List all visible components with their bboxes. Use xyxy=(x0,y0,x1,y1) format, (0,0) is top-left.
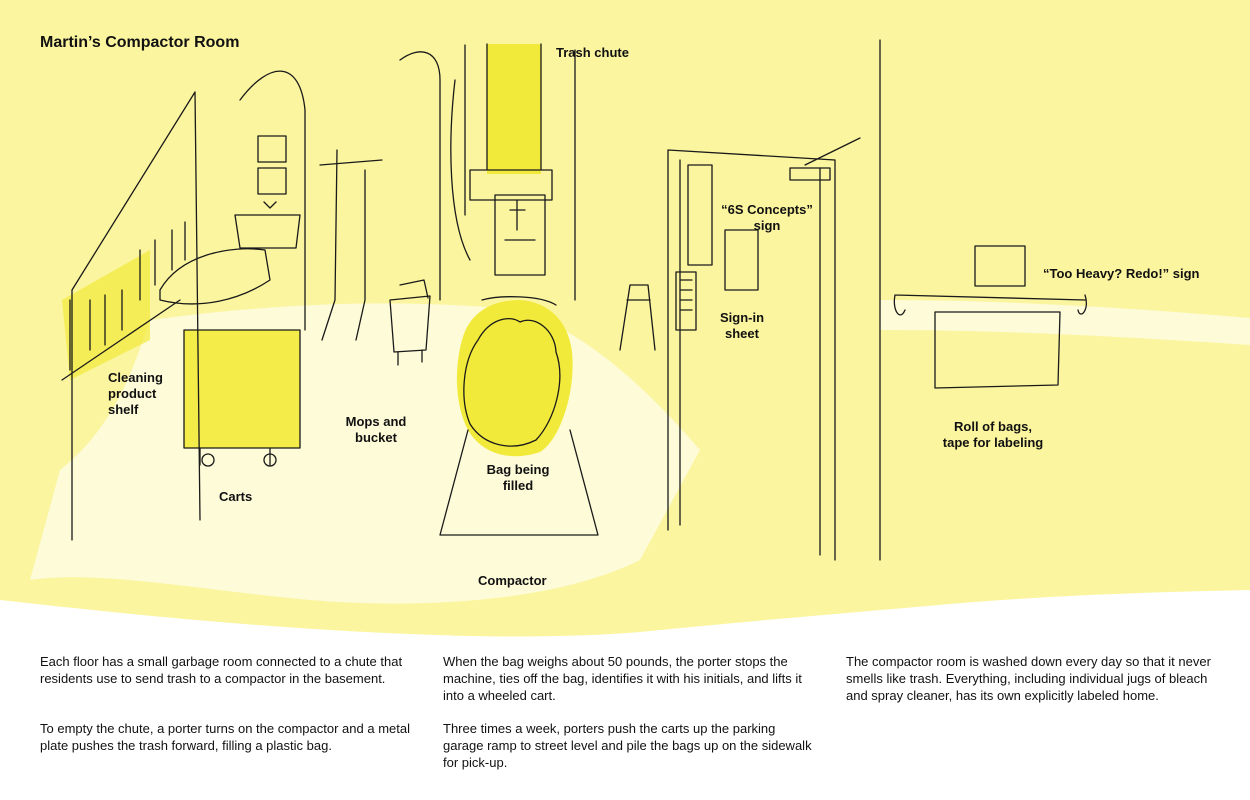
mops-icon xyxy=(319,149,383,341)
wall-frame xyxy=(257,167,287,195)
cart-highlight xyxy=(184,330,300,448)
cart-icon xyxy=(183,329,301,466)
cart-wheel-icon xyxy=(263,453,277,467)
wall-frame xyxy=(257,135,287,163)
trash-chute-icon xyxy=(469,43,553,201)
page-title: Martin’s Compactor Room xyxy=(40,34,240,51)
left-wall-line xyxy=(71,91,201,541)
compactor-icon xyxy=(494,194,546,276)
rear-cart-icon xyxy=(159,248,271,305)
label-cleaning-product-shelf: Cleaning product shelf xyxy=(108,370,163,417)
bag-highlight xyxy=(456,300,573,457)
back-wall-right xyxy=(574,39,881,561)
floor-highlight-right xyxy=(880,300,1250,345)
back-wall-left xyxy=(239,51,441,331)
chute-pipe-icon xyxy=(450,44,471,261)
paragraph-three-times-week: Three times a week, porters push the car… xyxy=(443,721,812,770)
paragraph-bag-weighs: When the bag weighs about 50 pounds, the… xyxy=(443,654,802,703)
label-6s-concepts-sign: “6S Concepts” sign xyxy=(721,202,813,233)
label-too-heavy-sign: “Too Heavy? Redo!” sign xyxy=(1043,266,1200,281)
label-trash-chute: Trash chute xyxy=(556,45,629,60)
label-roll-of-bags: Roll of bags, tape for labeling xyxy=(942,419,1044,450)
cleaning-shelf-icon xyxy=(61,221,186,381)
paragraph-each-floor: Each floor has a small garbage room conn… xyxy=(40,654,403,686)
sign-in-clipboard-icon xyxy=(675,271,697,331)
door-closer-icon xyxy=(789,137,861,181)
door-frame-icon xyxy=(667,149,836,561)
label-bag-being-filled: Bag being filled xyxy=(486,462,550,493)
wet-floor-sign-icon xyxy=(619,284,656,351)
cart-wheel-icon xyxy=(201,453,215,467)
chute-highlight xyxy=(487,44,541,174)
shelf-highlight xyxy=(62,250,150,380)
paragraph-empty-chute: To empty the chute, a porter turns on th… xyxy=(40,721,410,753)
trash-bag-icon xyxy=(463,318,561,447)
label-carts: Carts xyxy=(219,489,253,504)
mop-bucket-icon xyxy=(389,279,431,366)
door-panel-icon xyxy=(687,164,759,291)
label-sign-in-sheet: Sign-in sheet xyxy=(719,310,765,341)
label-compactor: Compactor xyxy=(478,573,547,588)
compactor-base-icon xyxy=(439,296,599,536)
paragraph-washed-down: The compactor room is washed down every … xyxy=(846,654,1211,703)
label-mops-and-bucket: Mops and bucket xyxy=(345,414,407,445)
too-heavy-sign-frame xyxy=(974,245,1026,287)
sink-icon xyxy=(234,201,301,249)
compactor-room-illustration xyxy=(0,0,1250,637)
bag-roll-dispenser-icon xyxy=(893,294,1087,389)
